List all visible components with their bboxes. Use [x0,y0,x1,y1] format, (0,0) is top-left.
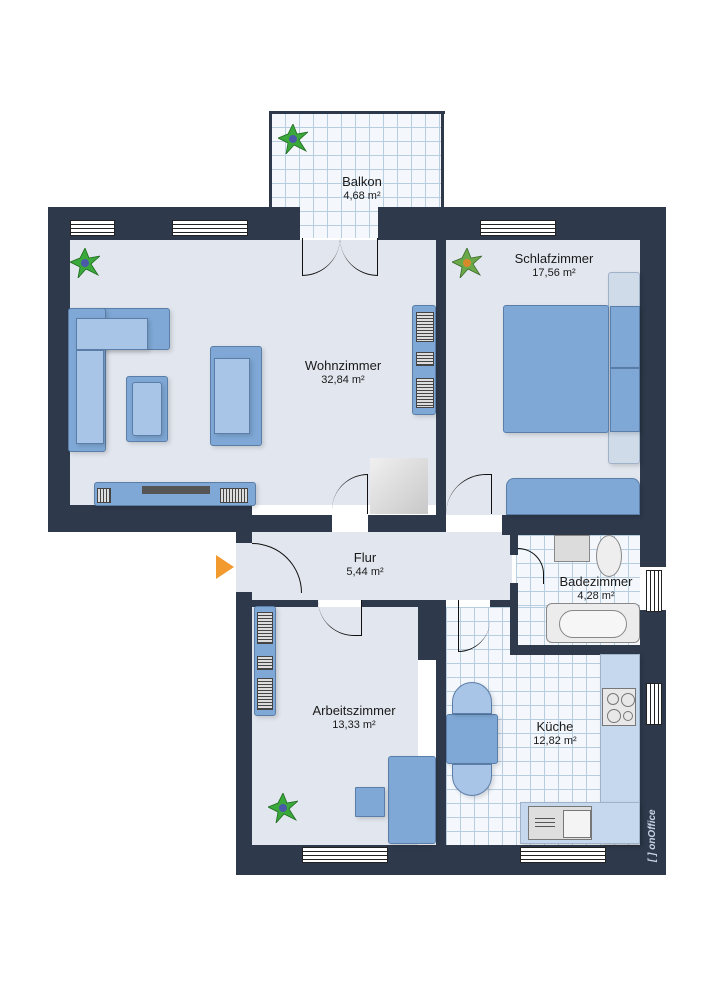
bookshelf [257,612,273,644]
room-label-arbeitszimmer: Arbeitszimmer 13,33 m² [312,703,395,731]
room-label-balkon: Balkon 4,68 m² [342,174,382,202]
wall-study-kitchen-2 [436,600,446,850]
room-area: 17,56 m² [532,267,576,279]
plant-icon [70,248,100,278]
room-area: 13,33 m² [332,719,376,731]
room-area: 5,44 m² [346,566,384,578]
room-area: 4,68 m² [343,190,381,202]
wall-hall-kitchen [490,600,512,607]
room-name: Wohnzimmer [304,358,382,373]
stove [602,688,636,726]
wall-flur-left-upper [236,505,252,543]
room-name: Balkon [342,174,382,189]
entrance-arrow-icon [216,555,234,579]
window [480,220,556,236]
bookshelf [416,312,434,342]
wall-hall-study-2 [362,600,446,607]
plant-icon [268,793,298,823]
room-label-kueche: Küche 12,82 m² [533,719,576,747]
bed [503,305,609,433]
window [646,683,662,725]
wall [269,111,445,114]
wall-living-bottom [48,505,252,532]
wall-living-hall-2 [368,515,446,532]
wall-bath-left [510,535,518,555]
bookshelf [257,656,273,670]
room-label-flur: Flur 5,44 m² [346,550,383,578]
wall-living-hall [252,515,332,532]
tv [142,486,210,494]
room-name: Flur [353,550,377,565]
sofa-cushion [214,358,250,434]
wall-bath-bottom [510,645,666,655]
desk-chair [355,787,385,817]
toilet [596,535,622,577]
wall-left-lower [236,592,252,875]
bookshelf [416,352,434,366]
bookshelf [416,378,434,408]
room-area: 32,84 m² [321,374,365,386]
bookshelf [220,488,248,503]
coffee-table-top [132,382,162,436]
wall [441,111,444,208]
bookshelf [257,678,273,710]
sofa-cushion [76,318,148,350]
kitchen-sink [528,806,592,840]
window [646,570,662,612]
hallway-entry [236,543,252,592]
onoffice-logo: [ ] onOffice [647,809,658,862]
room-area: 12,82 m² [533,735,577,747]
dining-table [446,714,498,764]
wall [269,111,272,208]
bookshelf [97,488,111,503]
plant-icon [278,124,308,154]
bathtub [546,603,640,643]
wall-bath-left-2 [510,583,518,653]
room-label-schlafzimmer: Schlafzimmer 17,56 m² [515,251,594,279]
sink [554,535,590,562]
window [172,220,248,236]
plant-icon [452,248,482,278]
wall-hall-study [252,600,318,607]
room-area: 4,28 m² [577,590,615,602]
window [520,847,606,863]
room-name: Küche [536,719,574,734]
room-name: Arbeitszimmer [312,703,396,718]
dining-chair [452,682,492,714]
pillow [610,368,640,432]
wall-left [48,207,70,532]
sofa-cushion [76,350,104,444]
wall-living-bedroom [436,240,446,532]
desk [388,756,436,844]
pillow [610,306,640,368]
dining-chair [452,764,492,796]
wall-right-upper [640,207,666,567]
staircase [370,458,428,514]
room-label-badezimmer: Badezimmer 4,28 m² [560,574,633,602]
room-name: Schlafzimmer [514,251,594,266]
room-label-wohnzimmer: Wohnzimmer 32,84 m² [305,358,381,386]
bench [506,478,640,515]
wall-bedroom-bottom [502,515,666,535]
window [70,220,115,236]
window [302,847,388,863]
room-name: Badezimmer [559,574,633,589]
